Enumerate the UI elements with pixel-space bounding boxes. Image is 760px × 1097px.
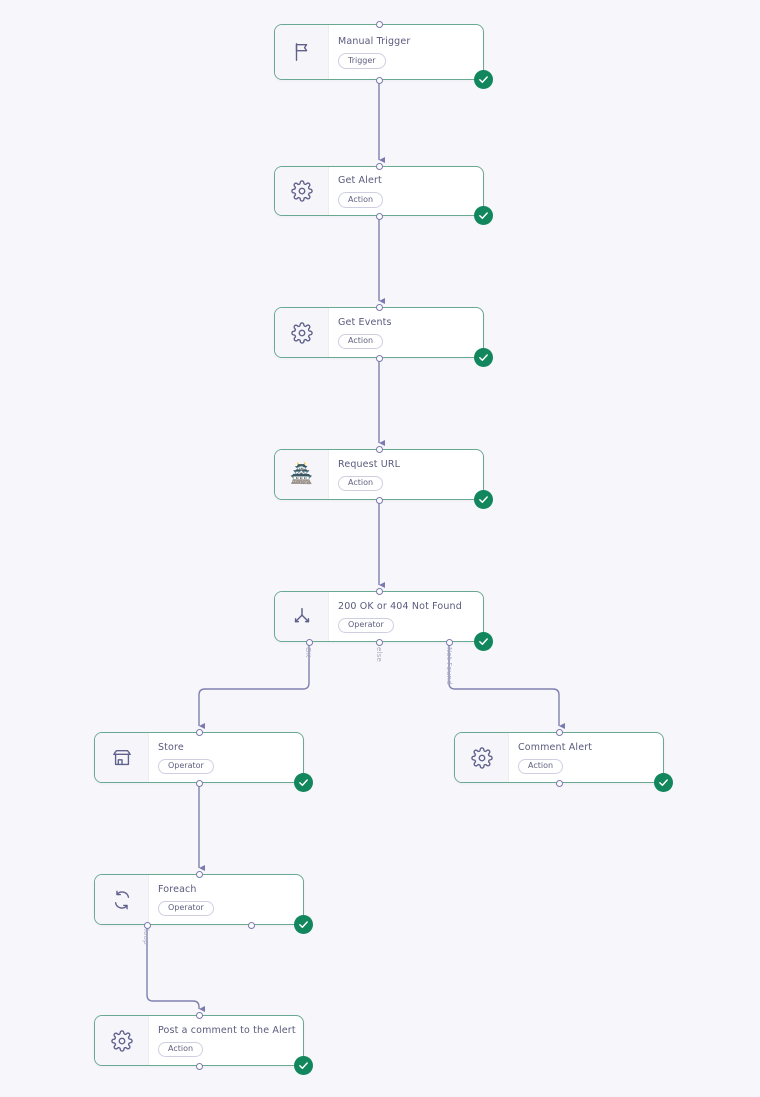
node-title: Manual Trigger <box>338 36 411 48</box>
node-port[interactable] <box>375 20 383 28</box>
edge-label: else <box>375 647 383 663</box>
node-title: Post a comment to the Alert <box>158 1024 296 1036</box>
node-port[interactable] <box>375 496 383 504</box>
node-title: Get Alert <box>338 175 382 187</box>
node-type-badge: Operator <box>158 758 214 775</box>
gear-icon <box>275 167 329 215</box>
status-success-badge[interactable] <box>293 914 313 934</box>
node-title: Request URL <box>338 458 401 470</box>
node-port[interactable] <box>195 1062 203 1070</box>
status-success-badge[interactable] <box>653 772 673 792</box>
status-success-badge[interactable] <box>473 489 493 509</box>
check-icon <box>478 352 489 363</box>
check-icon <box>658 777 669 788</box>
status-success-badge[interactable] <box>473 69 493 89</box>
store-icon <box>95 733 149 782</box>
node-port[interactable] <box>375 354 383 362</box>
node-title: Get Events <box>338 316 392 328</box>
status-success-badge[interactable] <box>473 631 493 651</box>
castle-emoji-icon: 🏯 <box>275 450 329 499</box>
node-port[interactable] <box>195 870 203 878</box>
gear-icon <box>455 733 509 782</box>
node-port[interactable] <box>375 162 383 170</box>
check-icon <box>478 494 489 505</box>
node-title: Store <box>158 741 184 753</box>
gear-icon <box>275 308 329 357</box>
node-port[interactable] <box>375 445 383 453</box>
edge-label: OK <box>304 647 312 658</box>
node-port[interactable] <box>375 212 383 220</box>
edge[interactable] <box>146 925 205 1012</box>
check-icon <box>298 919 309 930</box>
status-success-badge[interactable] <box>473 205 493 225</box>
status-success-badge[interactable] <box>293 772 313 792</box>
edge-label: loop <box>142 929 150 945</box>
node-title: Comment Alert <box>518 741 593 753</box>
node-port[interactable] <box>195 1011 203 1019</box>
status-success-badge[interactable] <box>473 347 493 367</box>
flag-icon <box>275 25 329 79</box>
node-port[interactable] <box>555 728 563 736</box>
node-port[interactable] <box>247 921 255 929</box>
node-port[interactable] <box>375 587 383 595</box>
node-port[interactable] <box>195 728 203 736</box>
loop-icon <box>95 875 149 924</box>
node-port[interactable] <box>375 76 383 84</box>
node-type-badge: Action <box>338 475 384 492</box>
edge-label: Not Found <box>445 647 453 685</box>
branch-icon <box>275 592 329 641</box>
node-port[interactable] <box>305 638 313 646</box>
node-port[interactable] <box>555 779 563 787</box>
check-icon <box>298 777 309 788</box>
workflow-node[interactable]: 🏯 Request URL Action <box>274 449 493 509</box>
node-type-badge: Trigger <box>338 53 386 69</box>
status-success-badge[interactable] <box>293 1055 313 1075</box>
node-title: 200 OK or 404 Not Found <box>338 600 462 612</box>
node-title: Foreach <box>158 883 197 895</box>
node-type-badge: Action <box>518 758 564 775</box>
gear-icon <box>95 1016 149 1065</box>
edge[interactable] <box>198 642 310 729</box>
node-port[interactable] <box>143 921 151 929</box>
node-type-badge: Action <box>158 1041 204 1058</box>
check-icon <box>478 636 489 647</box>
check-icon <box>298 1060 309 1071</box>
check-icon <box>478 74 489 85</box>
node-body: Request URL Action <box>329 450 483 499</box>
node-port[interactable] <box>375 638 383 646</box>
check-icon <box>478 210 489 221</box>
node-type-badge: Operator <box>338 617 394 634</box>
node-type-badge: Action <box>338 333 384 350</box>
node-type-badge: Action <box>338 192 384 208</box>
edge[interactable] <box>448 642 565 729</box>
node-port[interactable] <box>375 303 383 311</box>
node-port[interactable] <box>195 779 203 787</box>
node-port[interactable] <box>445 638 453 646</box>
node-type-badge: Operator <box>158 900 214 917</box>
